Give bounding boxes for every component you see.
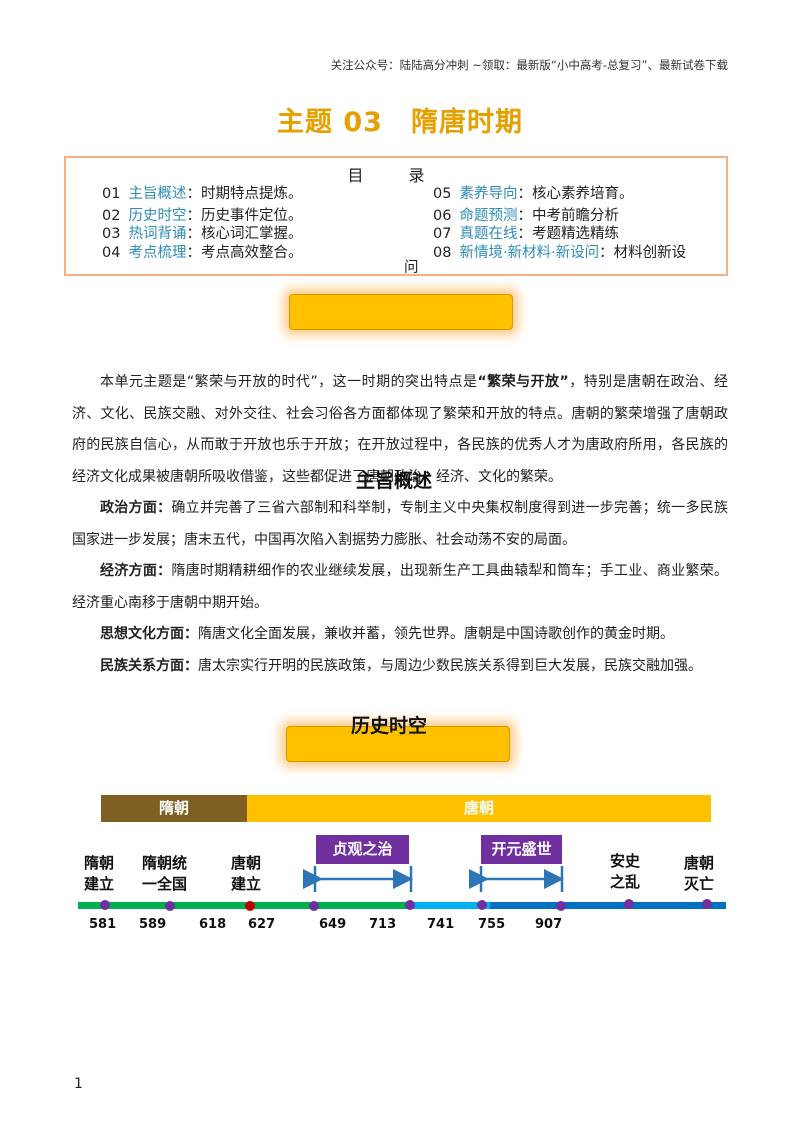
year-label: 907 [535, 917, 563, 932]
zhenguan-arrow [303, 866, 413, 892]
title-prefix: 主题 03 [277, 107, 383, 138]
year-label: 618 [199, 917, 227, 932]
kaiyuan-arrow [469, 866, 564, 892]
timeline-line [78, 902, 726, 909]
section-label-overview: 主旨概述 [356, 470, 433, 492]
header-note: 关注公众号：陆陆高分冲刺 ~领取：最新版“小中高考-总复习”、最新试卷下载 [330, 58, 728, 72]
intro-paragraph: 本单元主题是“繁荣与开放的时代”，这一时期的突出特点是“繁荣与开放”，特别是唐朝… [72, 374, 729, 485]
year-label: 649 [319, 917, 347, 932]
section-banner [286, 726, 510, 762]
event-anshi-rebellion: 安史之乱 [610, 852, 641, 891]
dynasty-bar-tang: 唐朝 [247, 795, 711, 822]
aspect-ethnic: 民族关系方面：唐太宗实行开明的民族政策，与周边少数民族关系得到巨大发展，民族交融… [100, 657, 702, 674]
timeline-dots [100, 899, 712, 911]
year-label: 581 [89, 917, 117, 932]
year-label: 627 [248, 917, 276, 932]
aspect-culture: 思想文化方面：隋唐文化全面发展，兼收并蓄，领先世界。唐朝是中国诗歌创作的黄金时期… [100, 626, 674, 642]
aspect-economy: 经济方面：隋唐时期精耕细作的农业继续发展，出现新生产工具曲辕犁和筒车；手工业、商… [72, 563, 729, 611]
aspects-list: 政治方面：确立并完善了三省六部制和科举制，专制主义中央集权制度得到进一步完善；统… [72, 493, 728, 682]
year-label: 741 [427, 917, 455, 932]
event-sui-founded: 隋朝建立 [84, 854, 115, 893]
dynasty-bar-sui: 隋朝 [101, 795, 247, 822]
event-tang-fall: 唐朝灭亡 [684, 854, 715, 893]
period-kaiyuan: 开元盛世 [481, 835, 562, 864]
event-sui-unification: 隋朝统一全国 [142, 854, 188, 893]
title-main: 隋唐时期 [410, 107, 523, 138]
section-banner [289, 294, 513, 330]
period-zhenguan: 贞观之治 [316, 835, 409, 864]
year-label: 713 [369, 917, 397, 932]
section-label-timeline: 历史时空 [351, 715, 428, 737]
page-number: 1 [74, 1076, 83, 1092]
year-label: 755 [478, 917, 506, 932]
year-label: 589 [139, 917, 167, 932]
toc-title: 目 录 [347, 166, 445, 185]
aspect-politics: 政治方面：确立并完善了三省六部制和科举制，专制主义中央集权制度得到进一步完善；统… [72, 500, 729, 548]
page-title: 主题 03 隋唐时期 [0, 100, 800, 139]
event-tang-founded: 唐朝建立 [231, 854, 262, 893]
toc-wrap-text: 问 [404, 260, 419, 276]
